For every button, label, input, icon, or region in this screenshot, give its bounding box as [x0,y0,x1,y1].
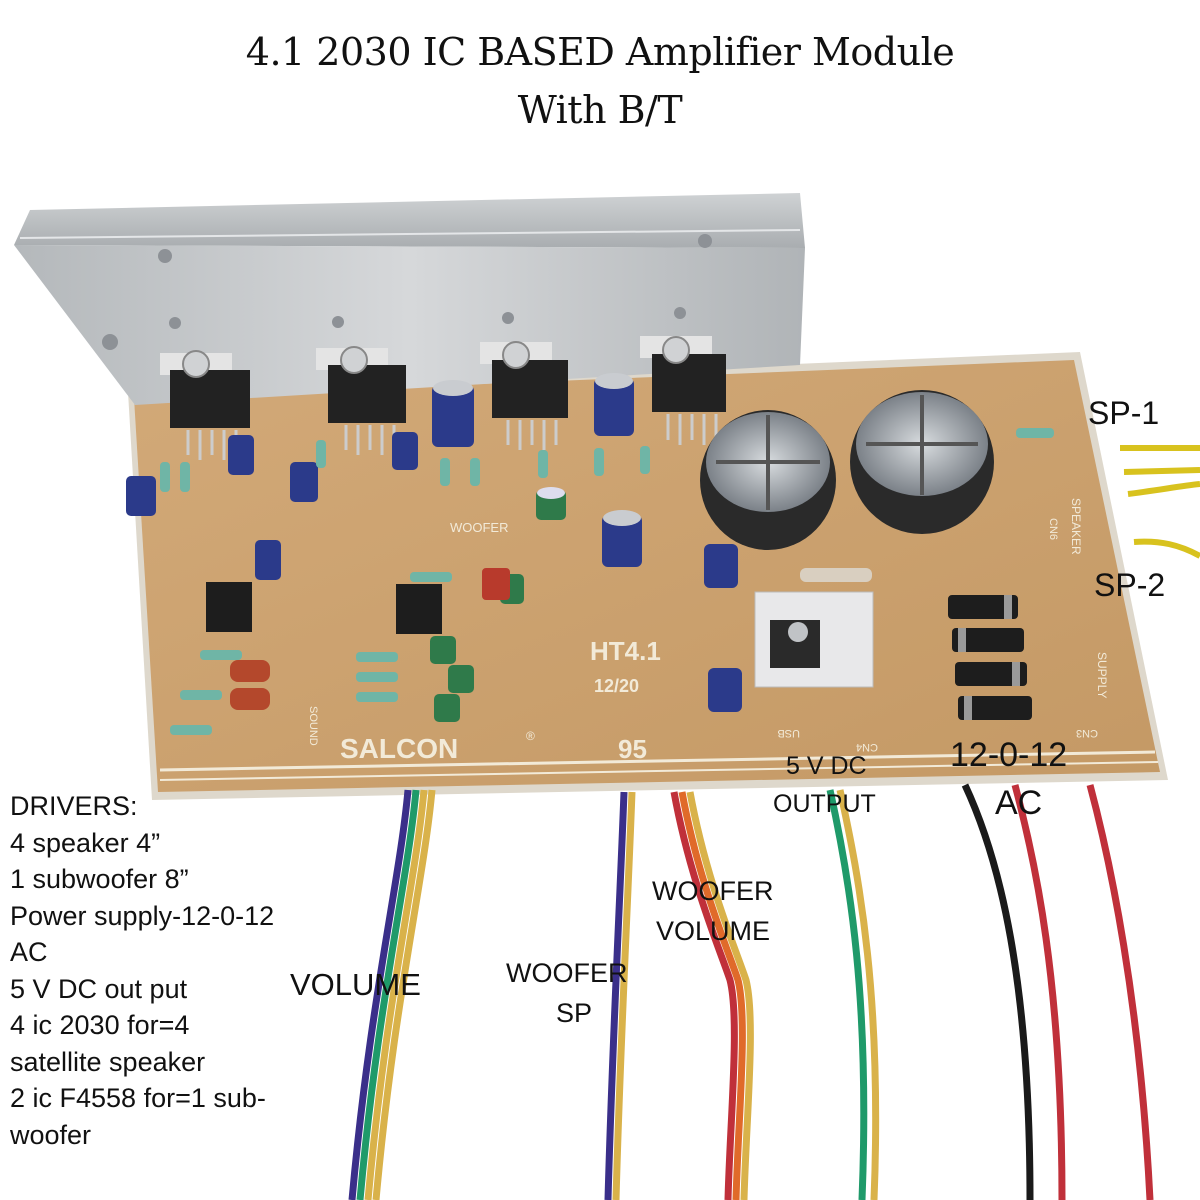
volume-wire-bundle [348,789,436,1200]
silk-cn6: CN6 [1047,518,1059,540]
dc-output-wires [826,789,880,1200]
callout-woofer-sp-line2: SP [556,998,593,1028]
ic-2030-3 [480,341,568,450]
drivers-line: satellite speaker [10,1046,206,1077]
silk-sound: SOUND [307,706,319,746]
page-title-line-1: 4.1 2030 IC BASED Amplifier Module [245,30,955,74]
drivers-line: 2 ic F4558 for=1 sub- [10,1083,266,1113]
ic-2030-4 [640,336,726,445]
silk-woofer: WOOFER [450,520,509,535]
callout-ac-line1: 12-0-12 [950,736,1068,774]
drivers-line: 5 V DC out put [10,973,188,1004]
drivers-line: woofer [10,1119,92,1150]
drivers-spec-list: DRIVERS: 4 speaker 4” 1 subwoofer 8” Pow… [10,788,274,1153]
drivers-line: 4 ic 2030 for=4 [10,1010,190,1040]
ic-2030-1 [160,350,250,460]
drivers-line: Power supply-12-0-12 [10,900,275,931]
ic-2030-2 [316,346,406,455]
speaker-wires [1120,445,1200,559]
drivers-line: 1 subwoofer 8” [10,864,189,894]
callout-volume: VOLUME [290,967,421,1002]
pcb-board [128,352,1168,800]
callout-sp-1: SP-1 [1088,395,1160,431]
rectifier-diodes [948,595,1032,720]
ic-2030-group [160,336,726,460]
resistors [160,428,1054,735]
brand-logo: SALCON [340,733,458,764]
ac-supply-wires [961,783,1154,1200]
silk-supply: SUPPLY [1095,652,1109,698]
callout-dc-output-line2: OUTPUT [773,790,876,818]
callout-woofer-volume-line1: WOOFER [652,876,774,906]
callout-dc-output-line1: 5 V DC [786,752,867,780]
woofer-sp-wire-bundle [604,791,636,1200]
silk-speaker: SPEAKER [1069,498,1083,555]
board-model-label: HT4.1 [590,636,661,666]
callout-woofer-volume-line2: VOLUME [656,916,771,946]
callout-woofer-sp-line1: WOOFER [506,958,628,988]
board-number-label: 95 [618,734,647,764]
callout-ac-line2: AC [995,784,1043,822]
voltage-regulator [754,591,874,688]
silk-cn3: CN3 [1076,727,1098,739]
film-capacitors [230,568,510,710]
filter-capacitors [700,390,994,550]
drivers-line: AC [10,937,48,967]
silk-cn4: CN4 [856,741,878,753]
board-revision-label: 12/20 [594,676,639,696]
drivers-line: 4 speaker 4” [10,827,161,858]
drivers-heading: DRIVERS: [10,791,138,821]
registered-mark: ® [526,729,535,743]
callout-sp-2: SP-2 [1094,567,1166,603]
ic-f4558-group [206,582,442,634]
woofer-volume-wire-bundle [670,791,754,1200]
page-title-line-2: With B/T [517,88,683,132]
silk-usb: USB [777,727,800,739]
